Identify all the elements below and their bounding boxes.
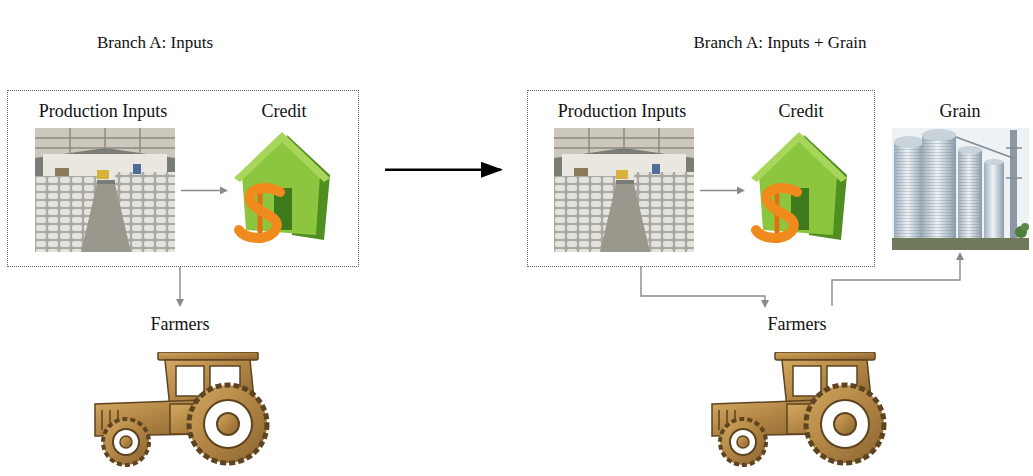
node-label: Credit — [262, 101, 307, 123]
tractor-icon — [95, 352, 267, 465]
group-box: Production Inputs Credit — [8, 91, 358, 266]
node-label: Grain — [940, 101, 981, 123]
flow-arrow — [179, 267, 180, 305]
warehouse-photo — [35, 128, 175, 252]
farmers-node: Farmers — [704, 306, 890, 472]
node-label: Production Inputs — [558, 101, 687, 123]
node-label: Production Inputs — [39, 101, 168, 123]
flow-arrow — [700, 190, 743, 191]
farmers-node: Farmers — [87, 306, 273, 472]
flow-arrow — [641, 266, 765, 306]
grain-silos-photo — [892, 128, 1029, 250]
grain-node: Grain — [890, 99, 1030, 254]
transition-arrow — [385, 169, 501, 172]
group-box: Production Inputs Credit — [528, 91, 874, 266]
node-label: Farmers — [151, 314, 210, 336]
flow-arrow — [181, 190, 226, 191]
panel-title: Branch A: Inputs + Grain — [694, 33, 867, 53]
warehouse-photo — [554, 128, 694, 252]
credit-icon — [234, 132, 330, 243]
node-label: Credit — [779, 101, 824, 123]
flow-arrow — [832, 254, 960, 306]
inputs-node: Production Inputs — [27, 99, 179, 254]
tractor-icon — [712, 352, 884, 465]
credit-node: Credit — [228, 99, 340, 254]
inputs-node: Production Inputs — [546, 99, 698, 254]
credit-icon — [751, 132, 847, 243]
panel-title: Branch A: Inputs — [97, 33, 213, 53]
credit-node: Credit — [745, 99, 857, 254]
node-label: Farmers — [768, 314, 827, 336]
